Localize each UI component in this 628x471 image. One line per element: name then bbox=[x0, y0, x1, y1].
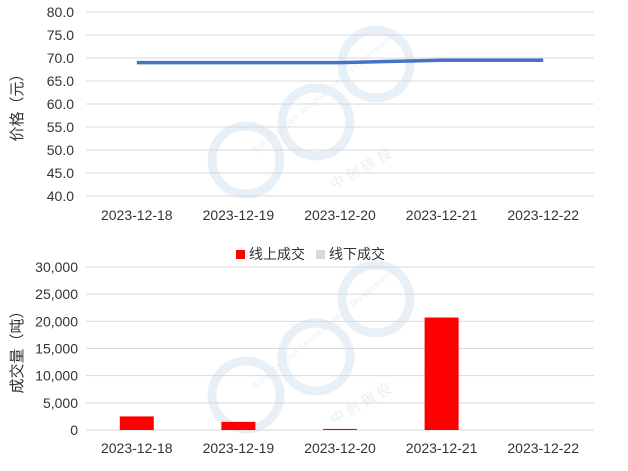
volume-x-tick-label: 2023-12-20 bbox=[304, 440, 376, 456]
price-x-tick-label: 2023-12-20 bbox=[304, 207, 376, 223]
volume-legend: 线上成交 线下成交 bbox=[236, 246, 385, 262]
price-y-tick-label: 50.0 bbox=[47, 142, 74, 158]
volume-bar bbox=[425, 318, 459, 430]
volume-x-tick-label: 2023-12-18 bbox=[101, 440, 173, 456]
price-y-axis-title: 价格（元） bbox=[9, 66, 26, 141]
volume-y-tick-label: 0 bbox=[70, 422, 78, 438]
price-y-tick-label: 55.0 bbox=[47, 119, 74, 135]
price-x-tick-label: 2023-12-19 bbox=[203, 207, 275, 223]
volume-x-tick-label: 2023-12-22 bbox=[507, 440, 579, 456]
volume-x-tick-label: 2023-12-21 bbox=[406, 440, 478, 456]
price-x-tick-label: 2023-12-21 bbox=[406, 207, 478, 223]
price-y-tick-label: 60.0 bbox=[47, 96, 74, 112]
legend-label: 线下成交 bbox=[329, 246, 385, 262]
legend-swatch bbox=[316, 250, 325, 259]
price-y-tick-label: 65.0 bbox=[47, 73, 74, 89]
price-y-tick-label: 80.0 bbox=[47, 4, 74, 20]
volume-y-tick-label: 25,000 bbox=[35, 286, 78, 302]
volume-y-tick-label: 5,000 bbox=[43, 395, 78, 411]
volume-bar bbox=[323, 429, 357, 430]
volume-y-axis-title: 成交量（吨） bbox=[8, 303, 26, 393]
volume-x-tick-label: 2023-12-19 bbox=[203, 440, 275, 456]
volume-y-tick-label: 10,000 bbox=[35, 368, 78, 384]
price-x-tick-label: 2023-12-22 bbox=[507, 207, 579, 223]
price-y-tick-label: 45.0 bbox=[47, 165, 74, 181]
price-y-tick-label: 75.0 bbox=[47, 27, 74, 43]
price-x-tick-label: 2023-12-18 bbox=[101, 207, 173, 223]
volume-y-tick-label: 15,000 bbox=[35, 341, 78, 357]
legend-swatch bbox=[236, 250, 245, 259]
volume-y-tick-label: 20,000 bbox=[35, 313, 78, 329]
price-y-tick-label: 40.0 bbox=[47, 188, 74, 204]
volume-bar bbox=[221, 422, 255, 430]
volume-y-tick-label: 30,000 bbox=[35, 259, 78, 275]
legend-label: 线上成交 bbox=[249, 246, 305, 262]
volume-bar bbox=[120, 416, 154, 430]
price-y-tick-label: 70.0 bbox=[47, 50, 74, 66]
